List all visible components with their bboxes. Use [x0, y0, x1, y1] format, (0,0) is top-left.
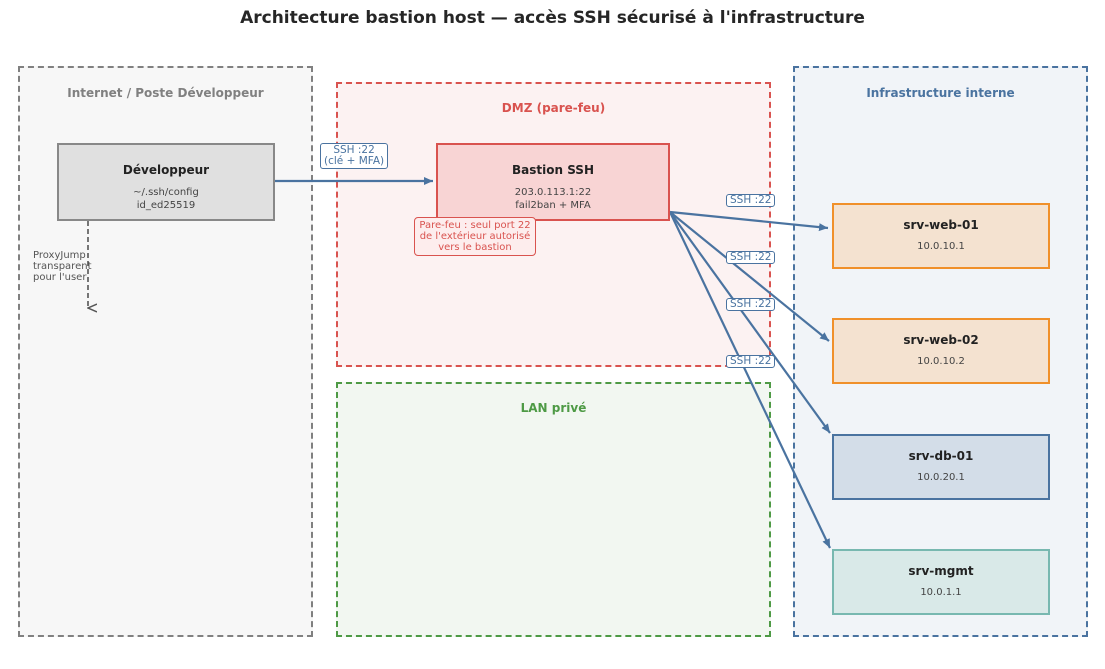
zone-dmz: DMZ (pare-feu) — [336, 82, 771, 367]
srv-db-01-ip: 10.0.20.1 — [917, 472, 965, 483]
srv-mgmt-ip: 10.0.1.1 — [920, 587, 962, 598]
developer-key: id_ed25519 — [136, 200, 196, 211]
node-bastion: Bastion SSH 203.0.113.1:22 fail2ban + MF… — [436, 143, 670, 221]
edge-label-dev-line2: (clé + MFA) — [324, 155, 385, 167]
zone-lan-label: LAN privé — [520, 401, 587, 415]
srv-web-01-name: srv-web-01 — [903, 218, 979, 232]
firewall-note-line1: Pare-feu : seul port 22 — [419, 220, 531, 231]
edge-bastion-to-mgmt — [669, 211, 831, 549]
srv-web-02-name: srv-web-02 — [903, 333, 979, 347]
developer-config: ~/.ssh/config — [133, 187, 199, 198]
edge-label-dev-line1: SSH :22 — [333, 144, 375, 156]
node-srv-web-01: srv-web-01 10.0.10.1 — [832, 203, 1050, 269]
edge-label-web01: SSH :22 — [726, 194, 776, 207]
edge-label-mgmt: SSH :22 — [726, 355, 776, 368]
zone-lan: LAN privé — [336, 382, 771, 637]
bastion-security: fail2ban + MFA — [515, 200, 591, 211]
firewall-note-line3: vers le bastion — [438, 242, 512, 253]
edge-label-dev-to-bastion: SSH :22 (clé + MFA) — [320, 143, 389, 169]
srv-mgmt-name: srv-mgmt — [908, 564, 974, 578]
zone-dmz-label: DMZ (pare-feu) — [501, 101, 606, 115]
node-srv-mgmt: srv-mgmt 10.0.1.1 — [832, 549, 1050, 615]
diagram-title: Architecture bastion host — accès SSH sé… — [240, 8, 865, 28]
proxyjump-note-line1: ProxyJump — [33, 250, 86, 261]
edge-bastion-to-web01 — [669, 210, 829, 232]
node-srv-db-01: srv-db-01 10.0.20.1 — [832, 434, 1050, 500]
bastion-name: Bastion SSH — [512, 163, 594, 177]
edge-label-web02: SSH :22 — [726, 251, 776, 264]
zone-internal-label: Infrastructure interne — [866, 86, 1015, 100]
edge-label-db01: SSH :22 — [726, 298, 776, 311]
proxyjump-note-line2: transparent — [33, 261, 92, 272]
proxyjump-note-line3: pour l'user — [33, 272, 87, 283]
srv-db-01-name: srv-db-01 — [908, 449, 974, 463]
firewall-note-line2: de l'extérieur autorisé — [419, 231, 531, 242]
bastion-address: 203.0.113.1:22 — [514, 187, 592, 198]
firewall-note: Pare-feu : seul port 22 de l'extérieur a… — [414, 217, 536, 256]
edge-bastion-to-db01 — [669, 211, 831, 434]
node-srv-web-02: srv-web-02 10.0.10.2 — [832, 318, 1050, 384]
developer-name: Développeur — [122, 163, 210, 177]
srv-web-01-ip: 10.0.10.1 — [917, 241, 965, 252]
node-developer: Développeur ~/.ssh/config id_ed25519 — [57, 143, 275, 221]
proxyjump-note: ProxyJump transparent pour l'user — [33, 250, 92, 283]
srv-web-02-ip: 10.0.10.2 — [917, 356, 965, 367]
zone-internet-label: Internet / Poste Développeur — [67, 86, 264, 100]
edge-bastion-to-web02 — [669, 211, 830, 342]
